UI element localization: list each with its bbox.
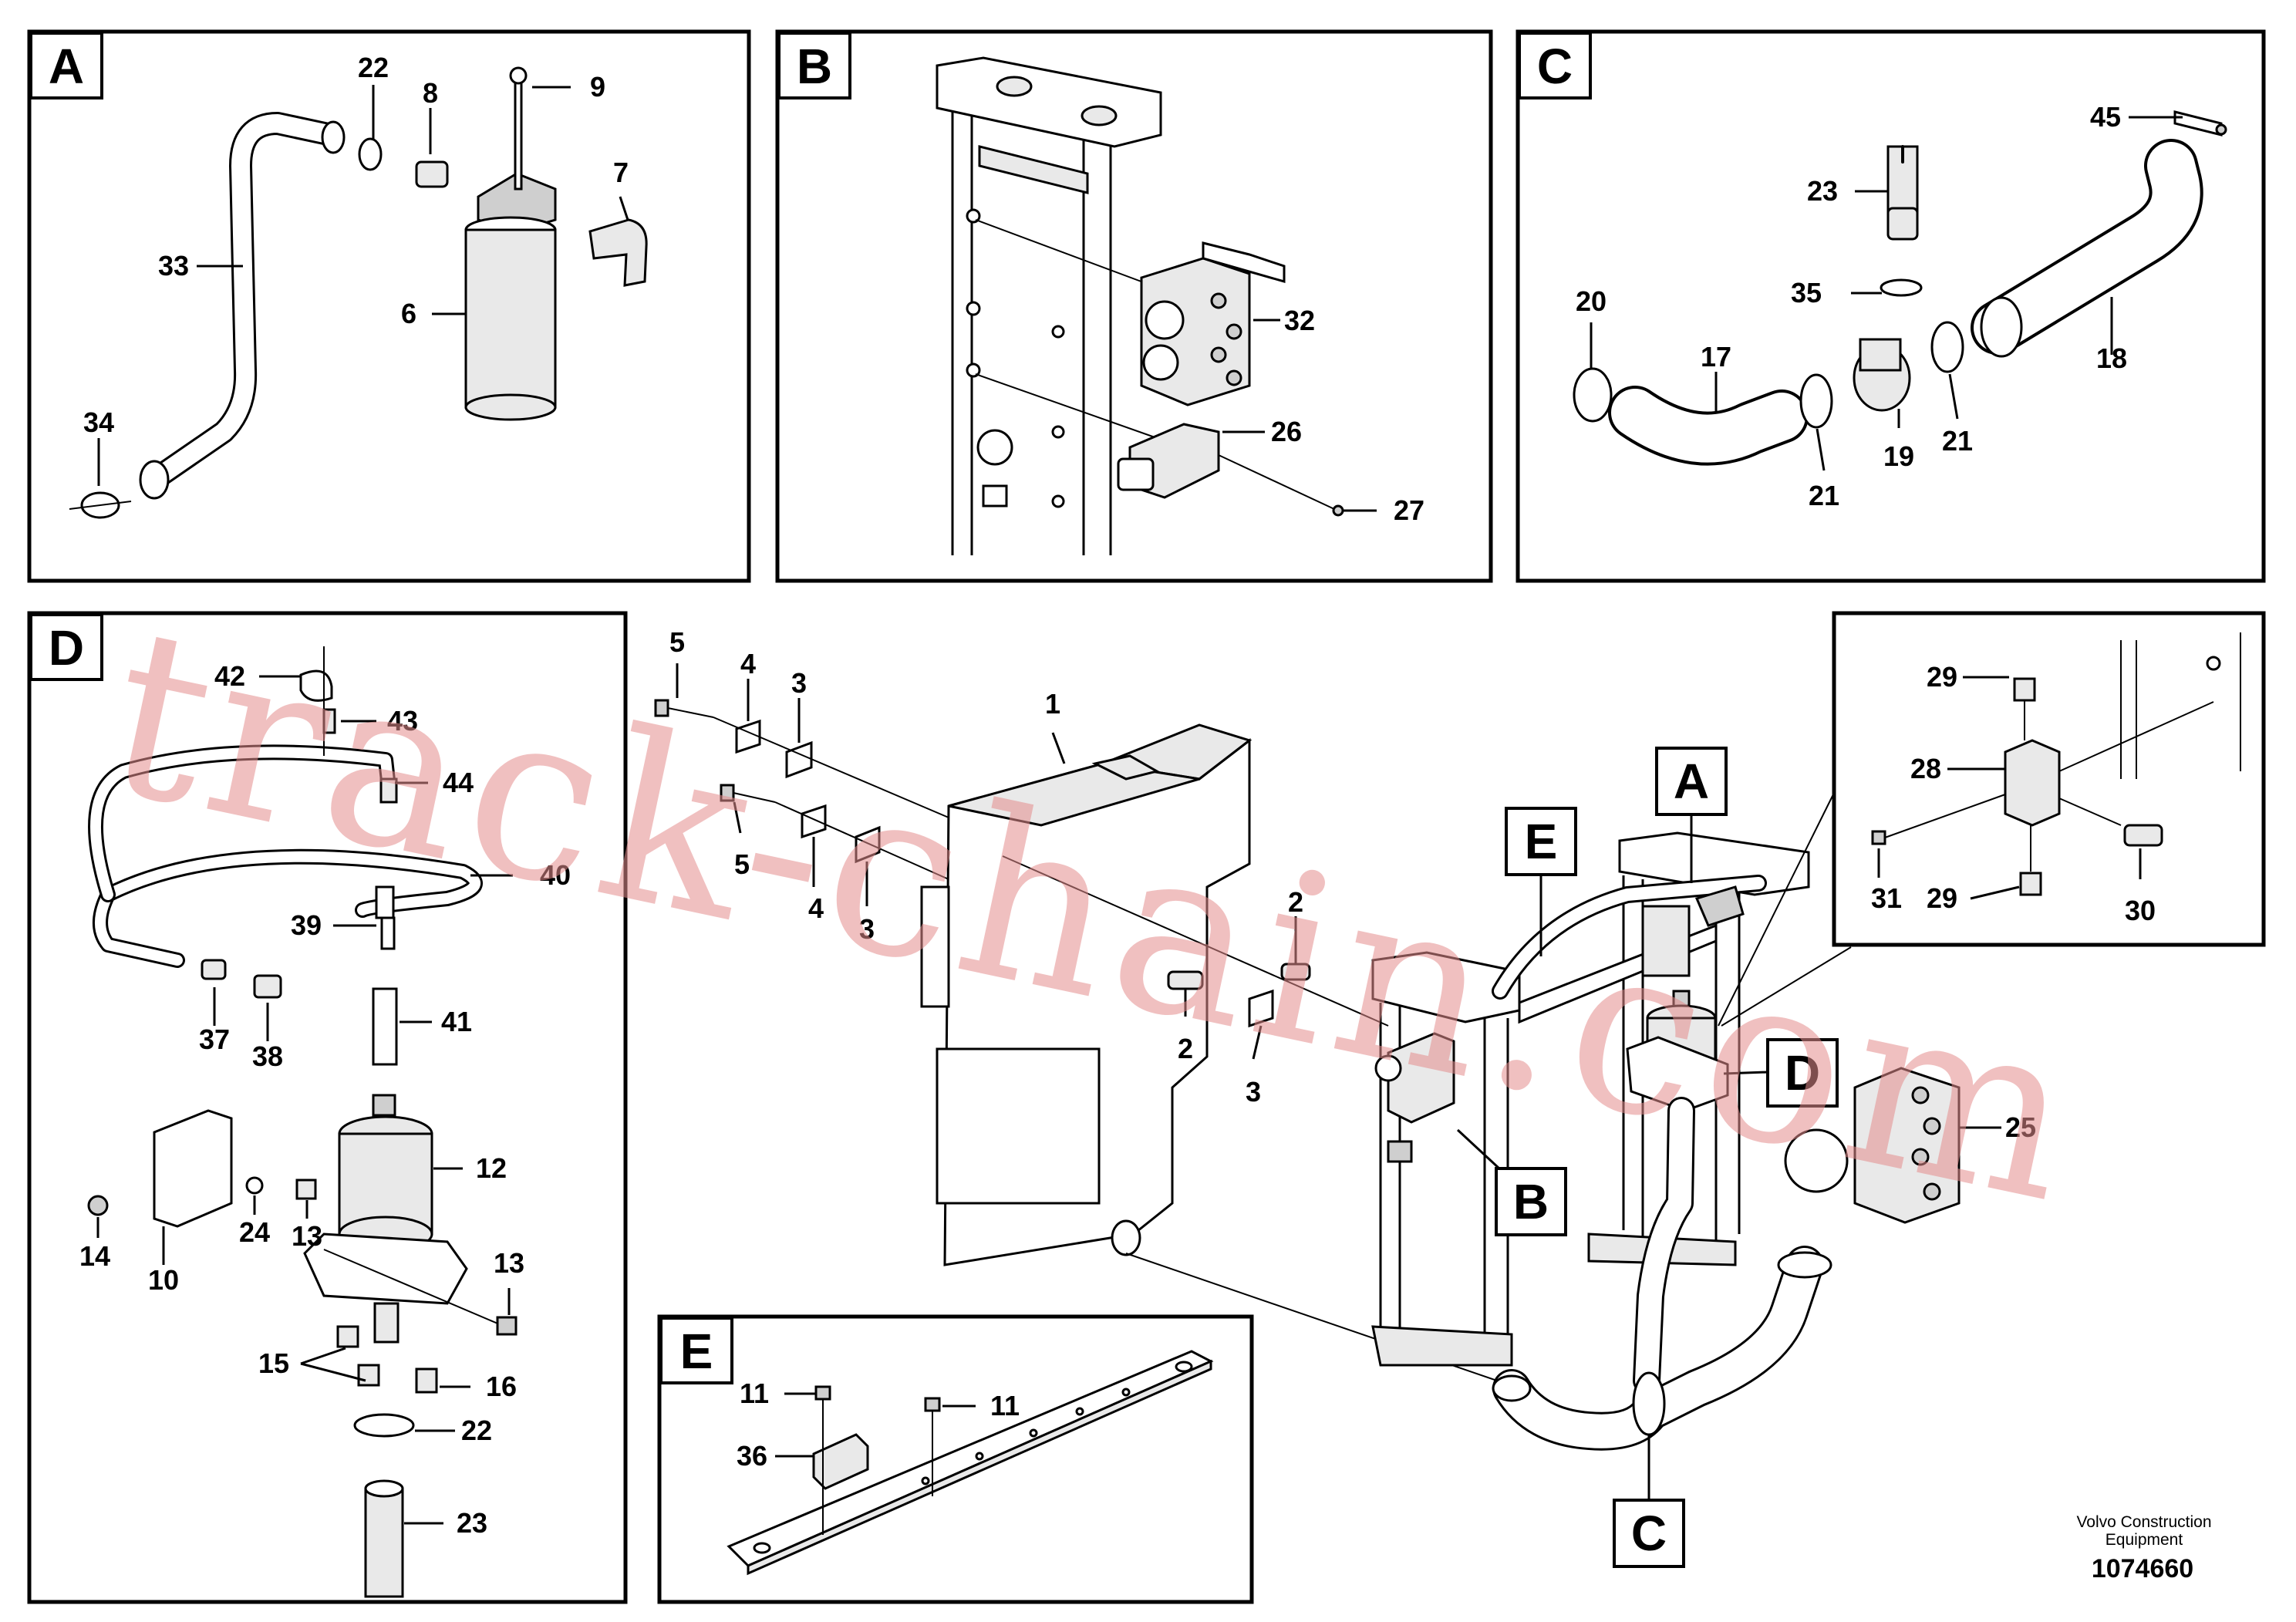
label-d-39: 39	[291, 909, 322, 941]
callout-a-tag: A	[1674, 754, 1709, 809]
document-number: 1074660	[2092, 1554, 2193, 1583]
label-d-22: 22	[461, 1415, 492, 1446]
label-b-32: 32	[1284, 305, 1315, 336]
label-d-16: 16	[486, 1371, 517, 1402]
panel-a: A 22 8 9 7 33 6 34	[27, 29, 751, 583]
footer: Volvo Construction Equipment 1074660	[2076, 1513, 2211, 1583]
label-d-13-top: 13	[292, 1220, 322, 1252]
label-d-37: 37	[199, 1023, 230, 1055]
label-main-25: 25	[2005, 1111, 2036, 1143]
label-main-1: 1	[1045, 688, 1060, 720]
panel-e: E 11 11 36	[657, 1314, 1254, 1604]
label-e-11-right: 11	[990, 1390, 1020, 1421]
label-c-45: 45	[2090, 101, 2121, 133]
label-c-35: 35	[1791, 277, 1822, 309]
callout-b-tag: B	[1513, 1174, 1549, 1229]
label-c-21-right: 21	[1942, 425, 1973, 457]
callout-e: E	[1505, 807, 1577, 956]
label-main-3-right: 3	[1246, 1076, 1261, 1108]
panel-c-tag: C	[1537, 39, 1573, 94]
callout-a: A	[1655, 747, 1728, 883]
label-a-9: 9	[590, 71, 605, 103]
label-c-18: 18	[2096, 342, 2127, 374]
label-c-19: 19	[1883, 440, 1914, 472]
callout-d: D	[1723, 1038, 1839, 1108]
panel-d: D	[27, 611, 628, 1604]
label-a-33: 33	[158, 250, 189, 282]
label-inset-29-top: 29	[1927, 661, 1957, 693]
panel-b: B 32 26 27	[775, 29, 1493, 583]
label-a-34: 34	[83, 406, 114, 438]
label-d-10: 10	[148, 1264, 179, 1296]
label-a-6: 6	[401, 298, 416, 329]
callout-c: C	[1613, 1435, 1685, 1568]
label-b-26: 26	[1271, 416, 1302, 447]
label-main-3-top: 3	[791, 667, 807, 699]
label-e-11-left: 11	[740, 1378, 769, 1409]
callout-e-tag: E	[1525, 814, 1558, 869]
label-inset-29-bottom: 29	[1927, 882, 1957, 914]
label-d-12: 12	[476, 1152, 507, 1184]
inset-valve-detail: 29 28 31 29 30	[1718, 611, 2266, 1027]
label-d-43: 43	[387, 705, 418, 737]
label-c-21-left: 21	[1809, 480, 1839, 511]
label-d-15: 15	[258, 1347, 289, 1379]
label-d-42: 42	[214, 660, 245, 692]
label-d-23: 23	[457, 1507, 487, 1539]
callout-c-tag: C	[1631, 1506, 1667, 1561]
label-inset-31: 31	[1871, 882, 1902, 914]
label-a-22: 22	[358, 52, 389, 83]
label-c-20: 20	[1576, 285, 1607, 317]
label-main-4-bottom: 4	[808, 892, 824, 924]
label-inset-30: 30	[2125, 895, 2156, 926]
label-b-27: 27	[1394, 494, 1424, 526]
label-a-7: 7	[613, 157, 629, 188]
label-main-2-bottom: 2	[1178, 1033, 1193, 1064]
label-c-17: 17	[1701, 341, 1731, 373]
panel-a-tag: A	[49, 39, 84, 94]
panel-b-tag: B	[797, 39, 832, 94]
label-main-4-top: 4	[740, 648, 756, 679]
label-main-3-bottom: 3	[859, 913, 875, 945]
callout-d-tag: D	[1785, 1045, 1820, 1101]
label-c-23: 23	[1807, 175, 1838, 207]
panel-e-tag: E	[680, 1324, 713, 1379]
label-main-5-top: 5	[669, 626, 685, 658]
label-a-8: 8	[423, 77, 438, 109]
label-d-40: 40	[540, 859, 571, 891]
main-assembly: 5 4 3 1 5 4 3 2 2 3 25	[654, 626, 2036, 1451]
credit-line-2: Equipment	[2106, 1531, 2183, 1549]
label-main-5-bottom: 5	[734, 848, 750, 880]
label-d-41: 41	[441, 1006, 472, 1037]
label-d-44: 44	[443, 767, 474, 798]
panel-c: C 45 23 35 20	[1515, 29, 2266, 583]
label-e-36: 36	[737, 1440, 767, 1472]
panel-d-tag: D	[49, 620, 84, 676]
callout-b: B	[1456, 1128, 1567, 1236]
label-d-14: 14	[79, 1240, 110, 1272]
label-d-24: 24	[239, 1216, 270, 1248]
credit-line-1: Volvo Construction	[2076, 1513, 2211, 1531]
label-d-13-right: 13	[494, 1247, 524, 1279]
label-d-38: 38	[252, 1040, 283, 1072]
label-main-2-top: 2	[1288, 886, 1303, 918]
label-inset-28: 28	[1910, 753, 1941, 784]
